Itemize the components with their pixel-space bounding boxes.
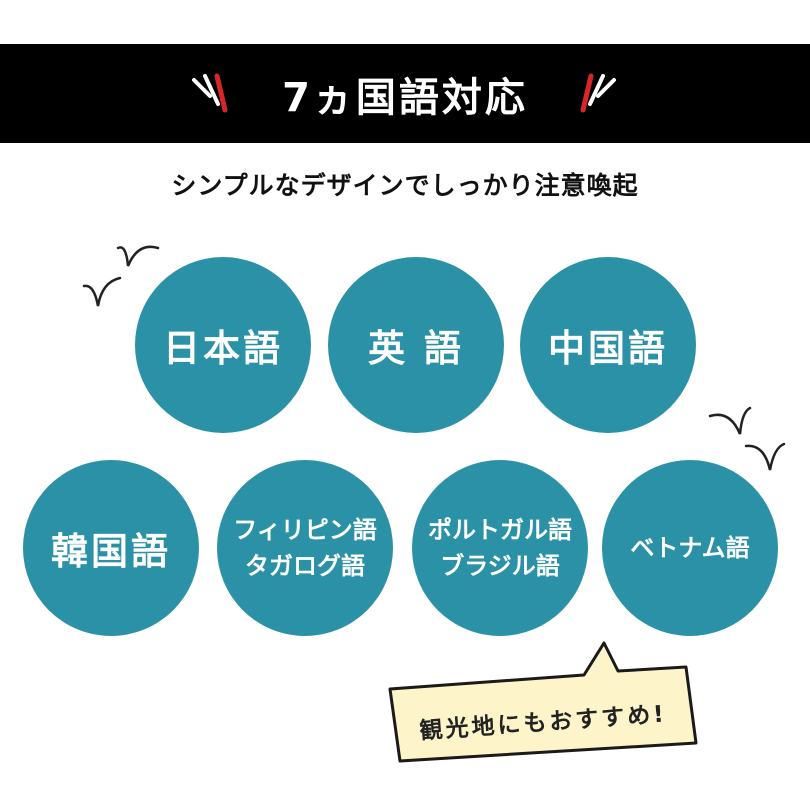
language-label: ベトナム語 <box>630 534 750 562</box>
emphasis-marks-right-icon <box>708 406 786 471</box>
emphasis-marks-left-icon <box>82 245 160 307</box>
language-label: 中国語 <box>548 327 668 370</box>
language-circle-japanese: 日本語 <box>135 257 311 433</box>
banner-title: 7ヵ国語対応 <box>282 74 528 121</box>
language-circle-filipino: フィリピン語 タガログ語 <box>217 460 393 636</box>
language-label-line1: フィリピン語 <box>233 516 377 544</box>
language-circle-korean: 韓国語 <box>23 460 199 636</box>
speech-bubble <box>388 641 698 763</box>
language-label-line1: ポルトガル語 <box>428 516 572 544</box>
language-label: 韓国語 <box>51 530 171 573</box>
language-circle-chinese: 中国語 <box>520 257 696 433</box>
title-banner: 7ヵ国語対応 <box>0 44 810 143</box>
burst-lines-right-icon <box>580 73 616 113</box>
burst-lines-left-icon <box>192 73 228 113</box>
language-label: 日本語 <box>163 327 283 370</box>
language-label-line2: ブラジル語 <box>440 552 560 580</box>
language-label-line2: タガログ語 <box>245 552 365 580</box>
language-circle-portuguese: ポルトガル語 ブラジル語 <box>412 460 588 636</box>
language-circle-english: 英 語 <box>328 257 504 433</box>
language-circle-vietnamese: ベトナム語 <box>602 460 778 636</box>
subtitle: シンプルなデザインでしっかり注意喚起 <box>171 171 639 200</box>
language-label: 英 語 <box>368 327 464 370</box>
